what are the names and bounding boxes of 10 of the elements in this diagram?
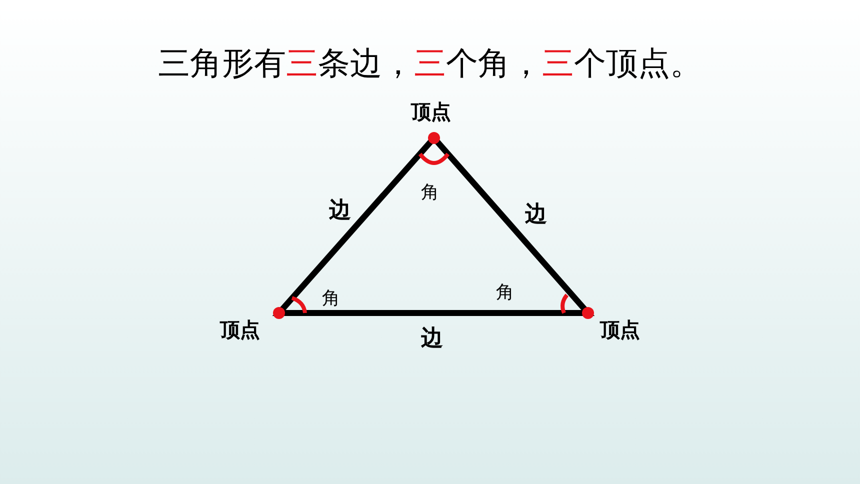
- part-label: 边: [421, 325, 443, 353]
- part-label: 角: [421, 181, 439, 204]
- part-label: 顶点: [411, 98, 451, 126]
- part-label: 顶点: [600, 316, 640, 344]
- part-label: 边: [525, 201, 547, 229]
- part-label: 角: [496, 281, 514, 304]
- part-label: 角: [322, 287, 340, 310]
- title: 三角形有三条边，三个角，三个顶点。: [157, 43, 703, 84]
- part-label: 顶点: [220, 316, 260, 344]
- part-label: 边: [329, 197, 351, 225]
